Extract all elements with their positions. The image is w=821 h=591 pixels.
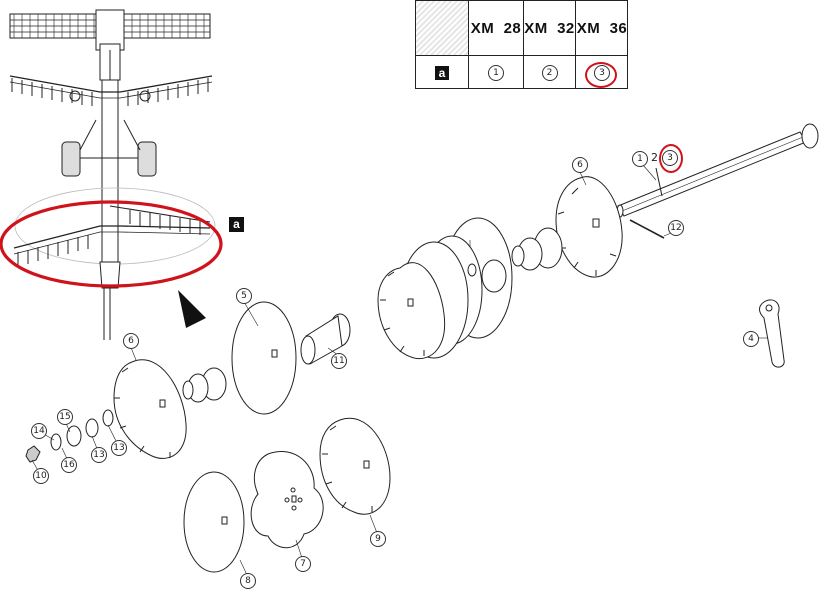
callout-part-5: 5: [236, 288, 252, 304]
legend-header-row: XM 28 XM 32 XM 36: [416, 1, 627, 56]
legend-model-cell: XM 32: [523, 1, 575, 55]
axle-highlight-ring: [659, 144, 683, 173]
disc-cluster-middle: [377, 217, 513, 360]
callout-part-6-upper: 6: [572, 157, 588, 173]
disc-7: [250, 451, 324, 549]
bearing-hub-upper: [511, 227, 563, 271]
model-label: XM 28: [470, 19, 522, 37]
machine-overview: [9, 9, 216, 340]
legend-badge-cell: a: [416, 56, 468, 89]
callout-part-8: 8: [240, 573, 256, 589]
disc-9: [319, 417, 391, 515]
legend-ref-cell: 1: [468, 56, 523, 89]
section-a-badge: a: [435, 65, 449, 80]
callout-part-12: 12: [668, 220, 684, 236]
callout-part-9: 9: [370, 531, 386, 547]
callout-part-14: 14: [31, 423, 47, 439]
model-legend-table: XM 28 XM 32 XM 36 a 1 2 3: [415, 0, 628, 89]
legend-ref-cell: 2: [523, 56, 575, 89]
callout-axle-1: 1: [632, 151, 648, 167]
disc-5: [231, 301, 297, 415]
callout-part-13b: 13: [111, 440, 127, 456]
axle-shaft: [616, 123, 819, 239]
callout-part-13a: 13: [91, 447, 107, 463]
spacer-11: [300, 313, 351, 365]
callout-axle-2: 2: [651, 151, 658, 164]
callout-part-4: 4: [743, 331, 759, 347]
legend-model-cell: XM 36: [575, 1, 628, 55]
callout-part-10: 10: [33, 468, 49, 484]
model-label: XM 32: [524, 19, 575, 37]
callout-part-6-lower: 6: [123, 333, 139, 349]
disc-6-lower: [113, 359, 187, 459]
legend-highlight-ring: [585, 62, 617, 88]
fastener-stack: [25, 409, 114, 463]
callout-part-7: 7: [295, 556, 311, 572]
callout-part-11: 11: [331, 353, 347, 369]
section-a-label: a: [229, 217, 244, 232]
legend-model-cell: XM 28: [468, 1, 523, 55]
highlight-ellipse: [0, 200, 223, 288]
model-ref-number: 1: [488, 64, 504, 81]
pointer-arrow: [178, 290, 206, 328]
model-label: XM 36: [576, 19, 628, 37]
bearing-hub-lower: [182, 367, 227, 403]
disc-8: [183, 471, 245, 573]
bracket-4: [759, 299, 785, 368]
model-ref-number: 2: [541, 64, 558, 81]
legend-hatch-cell: [416, 1, 468, 55]
callout-part-16: 16: [61, 457, 77, 473]
callout-part-15: 15: [57, 409, 73, 425]
disc-6-upper: [555, 176, 623, 278]
